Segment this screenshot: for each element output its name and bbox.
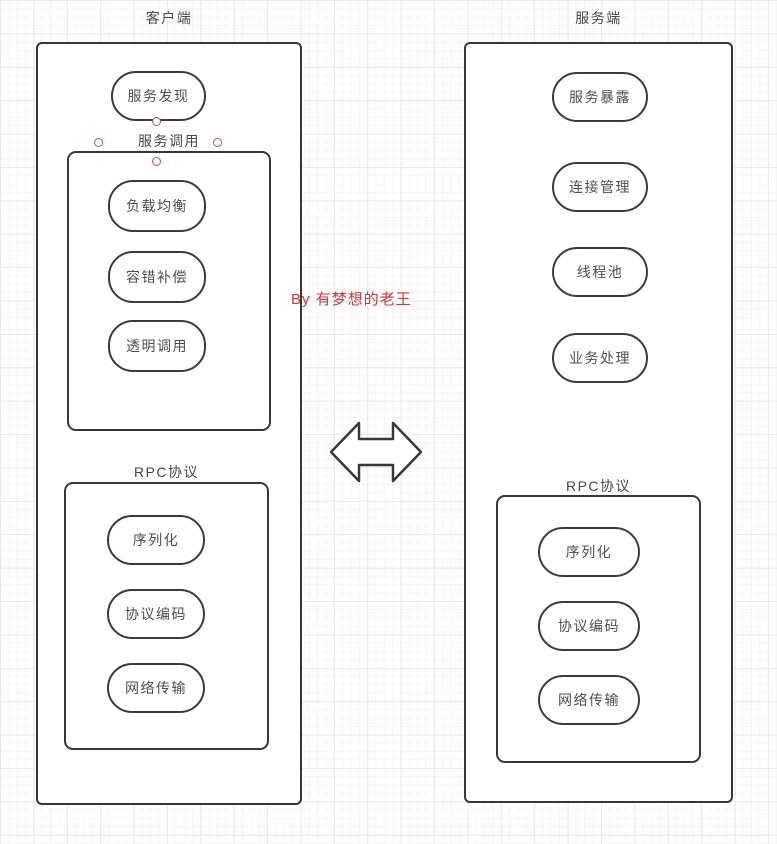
client-container[interactable]: 服务发现 服务调用 负载均衡 容错补偿 透明调用 RPC协议 序列化 协议编码 … <box>36 42 302 805</box>
connection-point-icon[interactable] <box>152 157 161 166</box>
node-transparent-invoke-label: 透明调用 <box>126 338 188 354</box>
node-business-process[interactable]: 业务处理 <box>552 333 648 383</box>
node-protocol-encoding-client[interactable]: 协议编码 <box>107 589 205 639</box>
node-fault-tolerance-label: 容错补偿 <box>126 269 188 285</box>
node-business-process-label: 业务处理 <box>569 350 631 366</box>
node-protocol-encoding-client-label: 协议编码 <box>125 606 187 622</box>
connection-point-icon[interactable] <box>152 117 161 126</box>
server-container[interactable]: 服务暴露 连接管理 线程池 业务处理 RPC协议 序列化 协议编码 网络传输 <box>464 42 733 803</box>
node-serialization-server-label: 序列化 <box>565 544 613 560</box>
node-network-transport-server-label: 网络传输 <box>558 692 620 708</box>
node-network-transport-client-label: 网络传输 <box>125 680 187 696</box>
client-title-label: 客户端 <box>145 10 193 26</box>
node-thread-pool-label: 线程池 <box>576 264 624 280</box>
node-transparent-invoke[interactable]: 透明调用 <box>108 320 206 372</box>
node-service-expose-label: 服务暴露 <box>569 89 631 105</box>
node-fault-tolerance[interactable]: 容错补偿 <box>108 251 206 303</box>
node-network-transport-server[interactable]: 网络传输 <box>538 675 640 725</box>
node-connection-manage-label: 连接管理 <box>569 179 631 195</box>
node-thread-pool[interactable]: 线程池 <box>552 247 648 297</box>
node-service-discovery[interactable]: 服务发现 <box>111 71 206 121</box>
node-serialization-server[interactable]: 序列化 <box>538 527 640 577</box>
node-load-balance-label: 负载均衡 <box>126 198 188 214</box>
node-network-transport-client[interactable]: 网络传输 <box>107 663 205 713</box>
node-serialization-client[interactable]: 序列化 <box>107 515 205 565</box>
connection-point-icon[interactable] <box>213 138 222 147</box>
connection-point-icon[interactable] <box>94 138 103 147</box>
node-serialization-client-label: 序列化 <box>132 532 180 548</box>
node-service-discovery-label: 服务发现 <box>127 88 190 104</box>
node-load-balance[interactable]: 负载均衡 <box>108 180 206 232</box>
double-arrow-icon[interactable] <box>329 421 423 483</box>
node-connection-manage[interactable]: 连接管理 <box>552 162 648 212</box>
watermark-text[interactable]: By 有梦想的老王 <box>291 291 412 308</box>
server-title-label: 服务端 <box>575 10 622 26</box>
client-rpc-title-label: RPC协议 <box>133 464 200 480</box>
node-service-expose[interactable]: 服务暴露 <box>552 72 648 122</box>
node-protocol-encoding-server-label: 协议编码 <box>558 618 620 634</box>
server-rpc-title-label: RPC协议 <box>565 478 632 494</box>
service-invoke-title-label: 服务调用 <box>138 133 200 149</box>
node-protocol-encoding-server[interactable]: 协议编码 <box>538 601 640 651</box>
